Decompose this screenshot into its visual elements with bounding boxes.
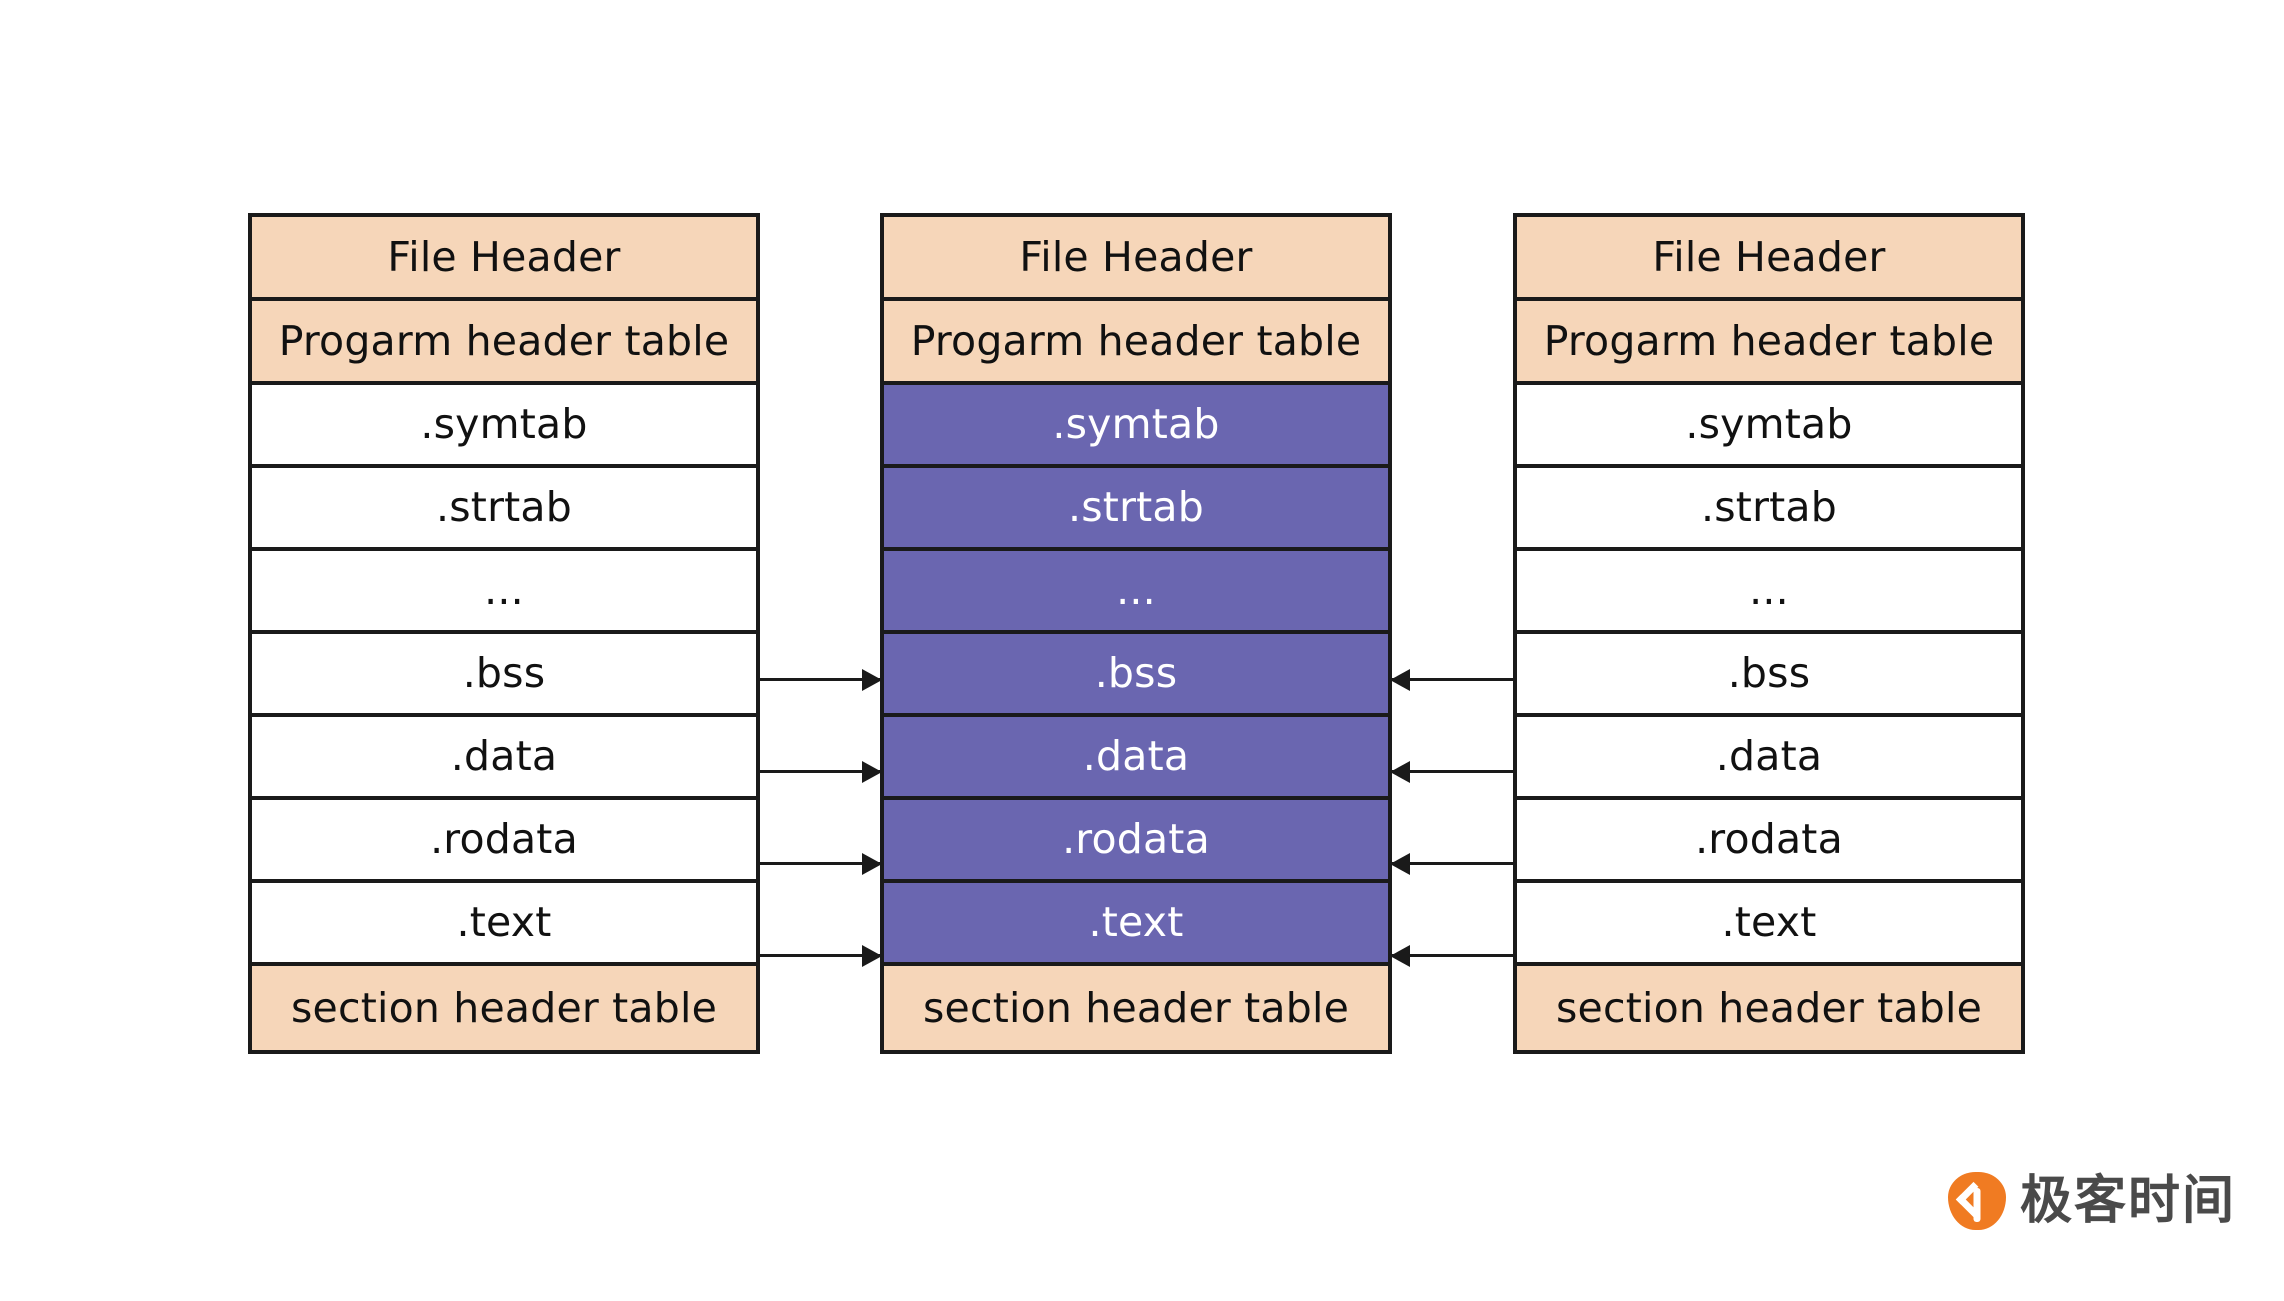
row-program-header-table: Progarm header table — [884, 301, 1388, 385]
row-strtab: .strtab — [884, 468, 1388, 551]
object-file-column-right: File Header Progarm header table .symtab… — [1513, 213, 2025, 1054]
geektime-logo: 极客时间 — [1948, 1172, 2236, 1230]
row-ellipsis: ... — [252, 551, 756, 634]
row-symtab: .symtab — [1517, 385, 2021, 468]
row-bss: .bss — [884, 634, 1388, 717]
row-strtab: .strtab — [1517, 468, 2021, 551]
arrow-right-to-center-bss — [1392, 678, 1513, 681]
row-text: .text — [252, 883, 756, 966]
row-bss: .bss — [1517, 634, 2021, 717]
row-file-header: File Header — [252, 217, 756, 301]
row-symtab: .symtab — [252, 385, 756, 468]
arrow-right-to-center-text — [1392, 954, 1513, 957]
arrow-left-to-center-rodata — [760, 862, 880, 865]
row-data: .data — [252, 717, 756, 800]
executable-file-column-center: File Header Progarm header table .symtab… — [880, 213, 1392, 1054]
row-section-header-table: section header table — [252, 966, 756, 1050]
row-file-header: File Header — [1517, 217, 2021, 301]
arrow-left-to-center-text — [760, 954, 880, 957]
row-ellipsis: ... — [1517, 551, 2021, 634]
row-text: .text — [1517, 883, 2021, 966]
row-bss: .bss — [252, 634, 756, 717]
row-rodata: .rodata — [884, 800, 1388, 883]
geektime-pin-icon — [1948, 1172, 2006, 1230]
row-section-header-table: section header table — [884, 966, 1388, 1050]
row-file-header: File Header — [884, 217, 1388, 301]
row-rodata: .rodata — [1517, 800, 2021, 883]
arrow-left-to-center-bss — [760, 678, 880, 681]
arrow-right-to-center-rodata — [1392, 862, 1513, 865]
row-strtab: .strtab — [252, 468, 756, 551]
arrow-right-to-center-data — [1392, 770, 1513, 773]
row-rodata: .rodata — [252, 800, 756, 883]
row-ellipsis: ... — [884, 551, 1388, 634]
object-file-column-left: File Header Progarm header table .symtab… — [248, 213, 760, 1054]
geektime-logo-text: 极客时间 — [2020, 1171, 2237, 1231]
row-program-header-table: Progarm header table — [252, 301, 756, 385]
arrow-left-to-center-data — [760, 770, 880, 773]
row-data: .data — [1517, 717, 2021, 800]
row-section-header-table: section header table — [1517, 966, 2021, 1050]
row-symtab: .symtab — [884, 385, 1388, 468]
row-program-header-table: Progarm header table — [1517, 301, 2021, 385]
row-data: .data — [884, 717, 1388, 800]
row-text: .text — [884, 883, 1388, 966]
